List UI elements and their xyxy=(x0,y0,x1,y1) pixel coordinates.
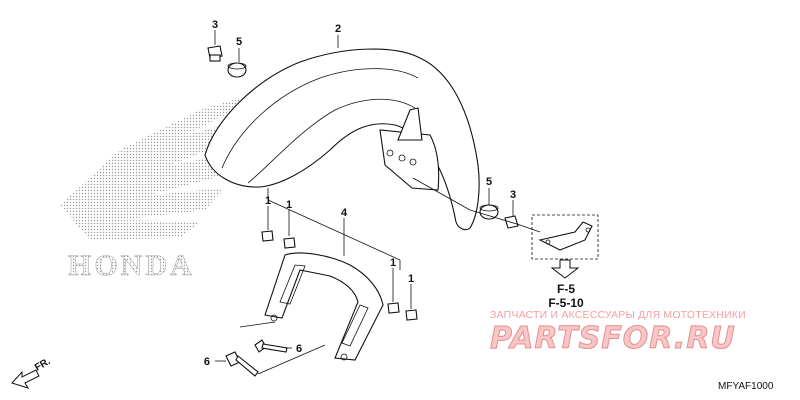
callout-2: 2 xyxy=(335,23,341,35)
callout-1-d: 1 xyxy=(408,273,414,285)
reference-label-detail: F-5-10 xyxy=(548,296,584,310)
honda-wing-logo-icon xyxy=(60,95,255,240)
callout-3-top: 3 xyxy=(212,19,218,31)
reference-label: F-5 xyxy=(557,282,575,296)
callout-6-b: 6 xyxy=(204,356,210,368)
callout-6-a: 6 xyxy=(296,343,302,355)
front-fender xyxy=(204,48,480,231)
callout-3-right: 3 xyxy=(510,189,516,201)
bolt-upper xyxy=(254,339,288,353)
reference-box xyxy=(531,214,599,260)
leader-lines xyxy=(214,30,541,375)
fender-stay xyxy=(264,252,384,361)
callout-1-c: 1 xyxy=(390,257,396,269)
clips xyxy=(261,230,418,321)
front-direction-arrow-icon xyxy=(11,369,40,389)
callout-5-right: 5 xyxy=(486,176,492,188)
honda-logo-text: HONDA xyxy=(68,249,195,282)
bolt-right xyxy=(504,215,519,229)
bolt-top xyxy=(207,45,223,62)
watermark-logo: PARTSFOR.RU xyxy=(490,321,736,356)
callout-1-b: 1 xyxy=(286,199,292,211)
grommet-right xyxy=(479,204,499,220)
front-direction-label: FR. xyxy=(33,356,53,374)
bolt-lower xyxy=(225,351,259,377)
callout-4: 4 xyxy=(341,207,348,219)
grommet-top xyxy=(227,62,247,78)
diagram-code: MFYAF1000 xyxy=(718,381,774,392)
callout-5-top: 5 xyxy=(236,36,242,48)
watermark-caption: ЗАПЧАСТИ И АКСЕССУАРЫ ДЛЯ МОТОТЕХНИКИ xyxy=(490,309,746,321)
reference-arrow-icon xyxy=(550,259,580,279)
callout-1-a: 1 xyxy=(265,195,271,207)
